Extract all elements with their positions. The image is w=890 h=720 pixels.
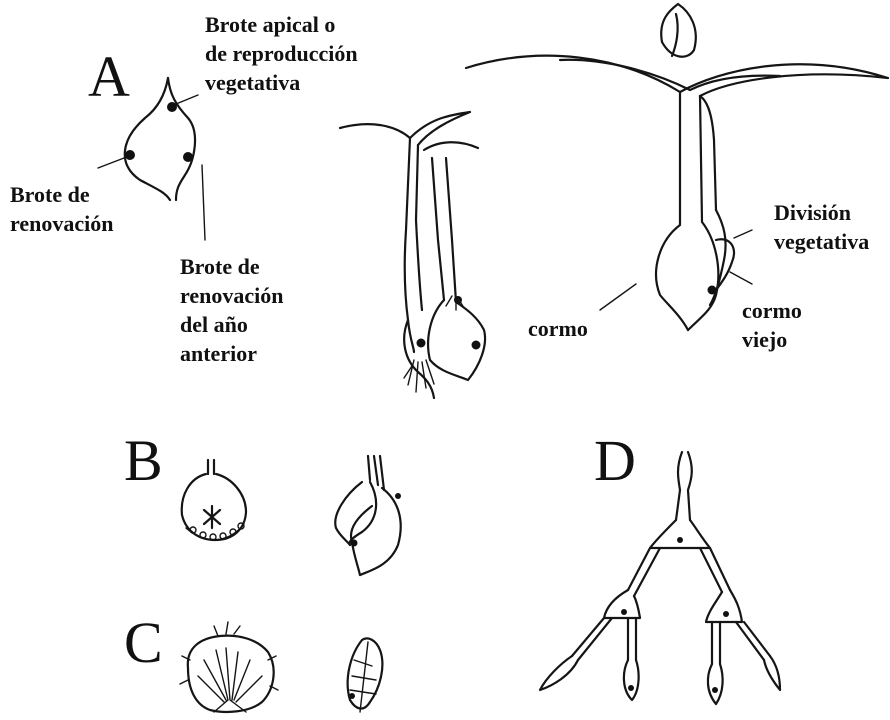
prev-year-bud-label-line: del año	[180, 310, 283, 339]
prev-year-bud-label: Brote de renovación del año anterior	[180, 252, 283, 368]
old-corm-label-line: viejo	[742, 325, 802, 354]
old-corm-label-line: cormo	[742, 296, 802, 325]
apical-bud-label-line: de reproducción	[205, 39, 358, 68]
prev-year-bud-label-line: renovación	[180, 281, 283, 310]
prev-year-bud-label-line: anterior	[180, 339, 283, 368]
panel-d-letter: D	[594, 432, 636, 490]
panel-b-corm-drawings	[182, 456, 401, 575]
apical-bud-label: Brote apical o de reproducción vegetativ…	[205, 10, 358, 97]
panel-a-young-plant	[340, 112, 485, 398]
corm-label: cormo	[528, 314, 588, 343]
old-corm-label: cormo viejo	[742, 296, 802, 354]
panel-a-letter: A	[88, 48, 130, 106]
renewal-bud-label-line: Brote de	[10, 180, 113, 209]
vegetative-division-label-line: División	[774, 198, 869, 227]
panel-c-drawings	[180, 622, 382, 712]
renewal-bud-label-line: renovación	[10, 209, 113, 238]
renewal-bud-label: Brote de renovación	[10, 180, 113, 238]
apical-bud-label-line: Brote apical o	[205, 10, 358, 39]
panel-a-mature-plant	[466, 4, 888, 330]
prev-year-bud-label-line: Brote de	[180, 252, 283, 281]
panel-d-corm-chain	[540, 452, 780, 704]
panel-c-letter: C	[124, 614, 163, 672]
vegetative-division-label-line: vegetativa	[774, 227, 869, 256]
panel-b-letter: B	[124, 432, 163, 490]
apical-bud-label-line: vegetativa	[205, 68, 358, 97]
vegetative-division-label: División vegetativa	[774, 198, 869, 256]
